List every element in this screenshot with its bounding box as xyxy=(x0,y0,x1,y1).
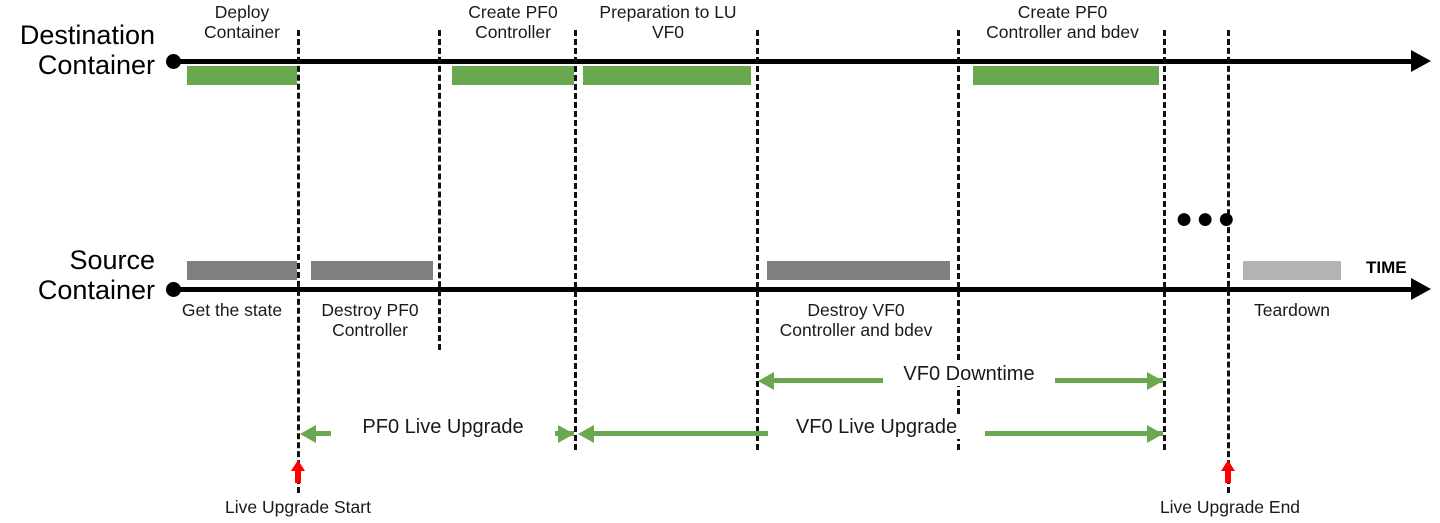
live-upgrade-end-marker-icon xyxy=(1221,460,1235,484)
destination-task-bar-create-pf0-controller xyxy=(452,66,574,85)
live-upgrade-start-marker-icon xyxy=(291,460,305,484)
phase-divider-3 xyxy=(574,30,577,450)
phase-divider-2 xyxy=(438,30,441,350)
destination-task-bar-create-pf0-controller-and-bdev xyxy=(973,66,1159,85)
destination-task-label-create-pf0-controller-and-bdev: Create PF0 Controller and bdev xyxy=(986,2,1139,43)
marker-label-live-upgrade-start: Live Upgrade Start xyxy=(225,497,371,517)
phase-divider-6 xyxy=(1163,30,1166,450)
source-task-bar-destroy-pf0-controller xyxy=(311,261,433,280)
marker-label-live-upgrade-end: Live Upgrade End xyxy=(1159,497,1301,517)
measure-vf0-downtime: VF0 Downtime xyxy=(758,363,1163,395)
vf0-downtime-right-arrowhead xyxy=(1147,372,1163,390)
source-timeline-axis xyxy=(173,287,1413,292)
source-task-bar-destroy-vf0-controller-and-bdev xyxy=(767,261,950,280)
source-task-label-get-the-state: Get the state xyxy=(181,300,283,320)
phase-divider-5 xyxy=(957,30,960,450)
pf0-live-upgrade-right-arrowhead xyxy=(558,425,574,443)
vf0-live-upgrade-right-arrowhead xyxy=(1147,425,1163,443)
destination-timeline-axis xyxy=(173,59,1413,64)
destination-task-label-preparation-to-lu-vf0: Preparation to LU VF0 xyxy=(599,2,737,43)
phase-divider-1 xyxy=(297,30,300,493)
destination-task-bar-preparation-to-lu-vf0 xyxy=(583,66,751,85)
source-task-label-teardown: Teardown xyxy=(1254,300,1330,320)
source-container-lane-label: Source Container xyxy=(37,245,155,306)
measure-vf0-live-upgrade: VF0 Live Upgrade xyxy=(578,416,1163,448)
start-marker-arrowhead xyxy=(291,460,305,471)
measure-pf0-live-upgrade: PF0 Live Upgrade xyxy=(300,416,574,448)
source-task-label-destroy-vf0-controller-and-bdev: Destroy VF0 Controller and bdev xyxy=(779,300,933,341)
phase-divider-4 xyxy=(756,30,759,450)
phase-divider-7 xyxy=(1227,30,1230,493)
destination-axis-arrowhead xyxy=(1411,50,1431,72)
destination-task-bar-deploy-container xyxy=(187,66,297,85)
source-task-bar-get-the-state xyxy=(187,261,297,280)
start-marker-shaft xyxy=(295,469,301,483)
destination-task-label-deploy-container: Deploy Container xyxy=(204,2,280,43)
source-task-bar-teardown xyxy=(1243,261,1341,280)
measure-label-vf0-live-upgrade: VF0 Live Upgrade xyxy=(768,416,985,439)
measure-label-pf0-live-upgrade: PF0 Live Upgrade xyxy=(331,416,555,439)
vf0-live-upgrade-left-arrowhead xyxy=(578,425,594,443)
destination-task-label-create-pf0-controller: Create PF0 Controller xyxy=(468,2,558,43)
time-axis-label: TIME xyxy=(1366,258,1407,277)
timeline-ellipsis-icon: ●●● xyxy=(1175,202,1239,235)
pf0-live-upgrade-left-arrowhead xyxy=(300,425,316,443)
end-marker-arrowhead xyxy=(1221,460,1235,471)
measure-label-vf0-downtime: VF0 Downtime xyxy=(883,363,1055,386)
vf0-downtime-left-arrowhead xyxy=(758,372,774,390)
source-task-label-destroy-pf0-controller: Destroy PF0 Controller xyxy=(321,300,419,341)
end-marker-shaft xyxy=(1225,469,1231,483)
destination-container-lane-label: Destination Container xyxy=(19,20,155,81)
source-axis-arrowhead xyxy=(1411,278,1431,300)
